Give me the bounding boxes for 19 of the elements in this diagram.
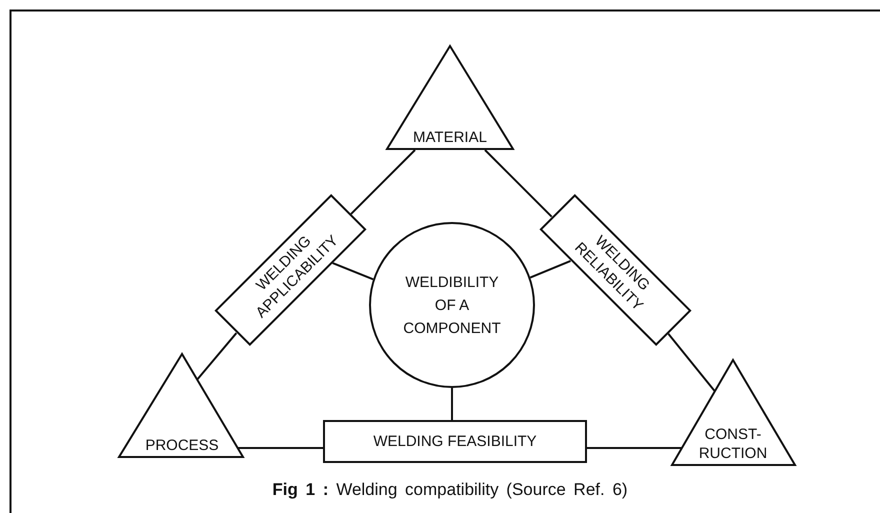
connector-line [667, 332, 716, 392]
connector-line [350, 149, 416, 215]
figure-caption: Fig 1 : Welding compatibility (Source Ref. 6) [271, 480, 629, 500]
feasibility-box [323, 420, 587, 463]
connector-line [451, 388, 453, 420]
node-label: CONST- RUCTION [698, 425, 768, 463]
material-triangle [386, 45, 514, 150]
connector-line [238, 447, 323, 449]
connector-line [332, 262, 374, 280]
node-label: MATERIAL [412, 128, 488, 147]
node-label: PROCESS [144, 436, 220, 455]
construction-triangle [671, 359, 796, 466]
process-triangle [118, 353, 244, 458]
connector-line [196, 332, 238, 380]
node-label: WELDING FEASIBILITY [373, 432, 537, 451]
connector-line [587, 447, 682, 449]
connector-line [530, 260, 571, 278]
connector-line [484, 149, 552, 218]
node-label: WELDIBILITY OF A COMPONENT [402, 272, 502, 338]
